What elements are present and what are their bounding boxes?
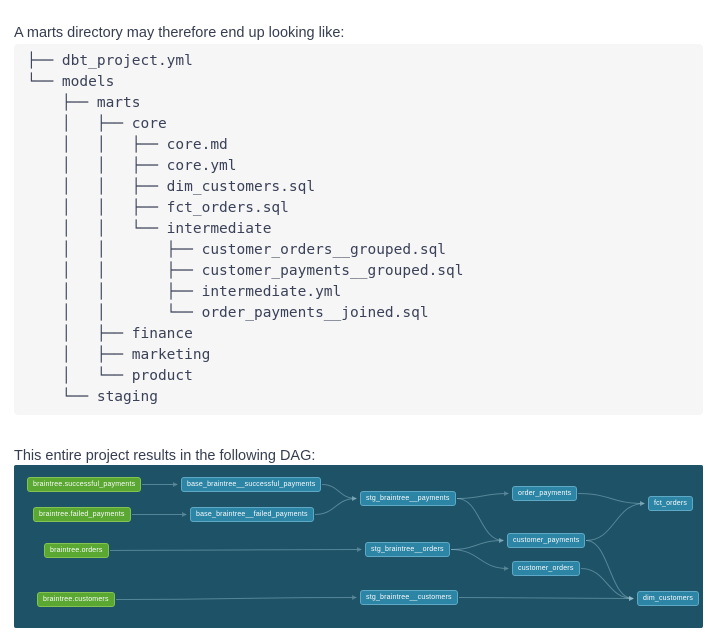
dag-edge-customer_orders-to-dim_customers [580,568,634,601]
dag-edge-customer_payments-to-dim_customers [585,540,634,601]
dag-node-order_payments: order_payments [512,486,578,501]
dag-edge-stg_braintree__payments-to-order_payments [456,491,509,499]
dag-edge-braintree.orders-to-stg_braintree__orders [109,547,362,553]
dag-edge-stg_braintree__orders-to-customer_orders [450,549,509,571]
dag-edge-stg_braintree__payments-to-customer_payments [456,498,504,543]
code-block: ├── dbt_project.yml └── models ├── marts… [14,44,703,415]
dag-edge-base_braintree__failed_payments-to-stg_braintree__payments [314,496,357,515]
directory-tree: ├── dbt_project.yml └── models ├── marts… [27,53,464,405]
dag-node-stg_braintree__customers: stg_braintree__customers [360,590,458,605]
dag-node-fct_orders: fct_orders [648,496,694,511]
dag-node-braintree.successful_payments: braintree.successful_payments [27,477,142,492]
intro-paragraph: A marts directory may therefore end up l… [14,24,345,41]
dag-node-braintree.customers: braintree.customers [37,592,115,607]
dag-node-dim_customers: dim_customers [637,591,700,606]
dag-canvas: braintree.successful_payments base_braint… [14,465,703,628]
dag-node-base_braintree__failed_payments: base_braintree__failed_payments [190,507,314,522]
dag-edge-order_payments-to-fct_orders [577,493,645,506]
dag-node-braintree.orders: braintree.orders [44,543,109,558]
dag-node-customer_orders: customer_orders [512,561,580,576]
dag-edge-customer_payments-to-fct_orders [585,501,645,541]
dag-node-braintree.failed_payments: braintree.failed_payments [33,507,131,522]
dag-edge-braintree.customers-to-stg_braintree__customers [115,595,357,601]
dag-node-stg_braintree__payments: stg_braintree__payments [360,491,456,506]
dag-edge-stg_braintree__orders-to-customer_payments [450,538,504,550]
dag-edge-stg_braintree__customers-to-dim_customers [458,595,634,601]
dag-edges-layer [109,482,645,601]
dag-image: braintree.successful_payments base_braint… [14,465,703,628]
dag-node-base_braintree__successful_payments: base_braintree__successful_payments [181,477,322,492]
dag-node-customer_payments: customer_payments [507,533,586,548]
dag-node-stg_braintree__orders: stg_braintree__orders [365,542,450,557]
dag-intro-paragraph: This entire project results in the follo… [14,447,316,464]
